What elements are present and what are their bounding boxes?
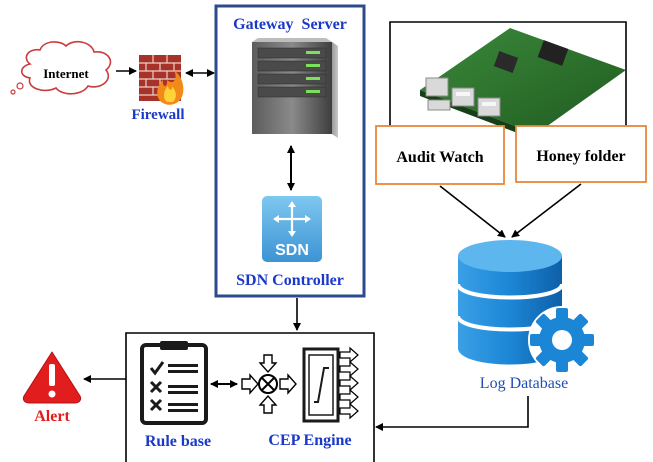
audit-watch-box (375, 125, 505, 185)
gateway-group: Gateway Server (214, 4, 366, 298)
audit-watch-label: Audit Watch (396, 149, 483, 166)
sdn-icon: SDN (262, 196, 322, 262)
edge-honey-db (511, 183, 582, 238)
alert-label: Alert (34, 408, 70, 425)
honeypot-group: Audit Watch Honey folder (375, 21, 647, 185)
honey-folder-label: Honey folder (536, 148, 625, 165)
board-frame (389, 21, 627, 180)
internet-node: Internet (10, 40, 112, 95)
board-icon (420, 28, 626, 140)
cep-icon (302, 346, 359, 423)
sdn-icon-label: SDN (275, 242, 309, 259)
rule-base-label: Rule base (145, 433, 211, 450)
firewall-icon (139, 55, 184, 105)
firewall-node: Firewall (131, 55, 185, 123)
firewall-label: Firewall (131, 107, 184, 123)
honey-folder-box (515, 125, 647, 183)
log-database-label: Log Database (480, 375, 568, 392)
cloud-icon (20, 40, 112, 95)
log-database-node: Log Database (456, 240, 596, 392)
sdn-controller-label: SDN Controller (236, 272, 344, 289)
alert-icon (22, 351, 82, 404)
edge-audit-db (439, 185, 506, 238)
rulebase-icon (140, 341, 208, 425)
edge-db-cep (375, 396, 529, 431)
operator-icon (241, 354, 297, 414)
gear-icon (528, 306, 596, 374)
alert-node: Alert (22, 351, 82, 425)
cep-engine-label: CEP Engine (268, 432, 351, 449)
server-icon (252, 38, 338, 138)
processing-box (125, 332, 375, 462)
gateway-label: Gateway Server (233, 16, 347, 33)
processing-group: Rule base CEP Engine (125, 332, 375, 462)
internet-label: Internet (43, 66, 89, 81)
